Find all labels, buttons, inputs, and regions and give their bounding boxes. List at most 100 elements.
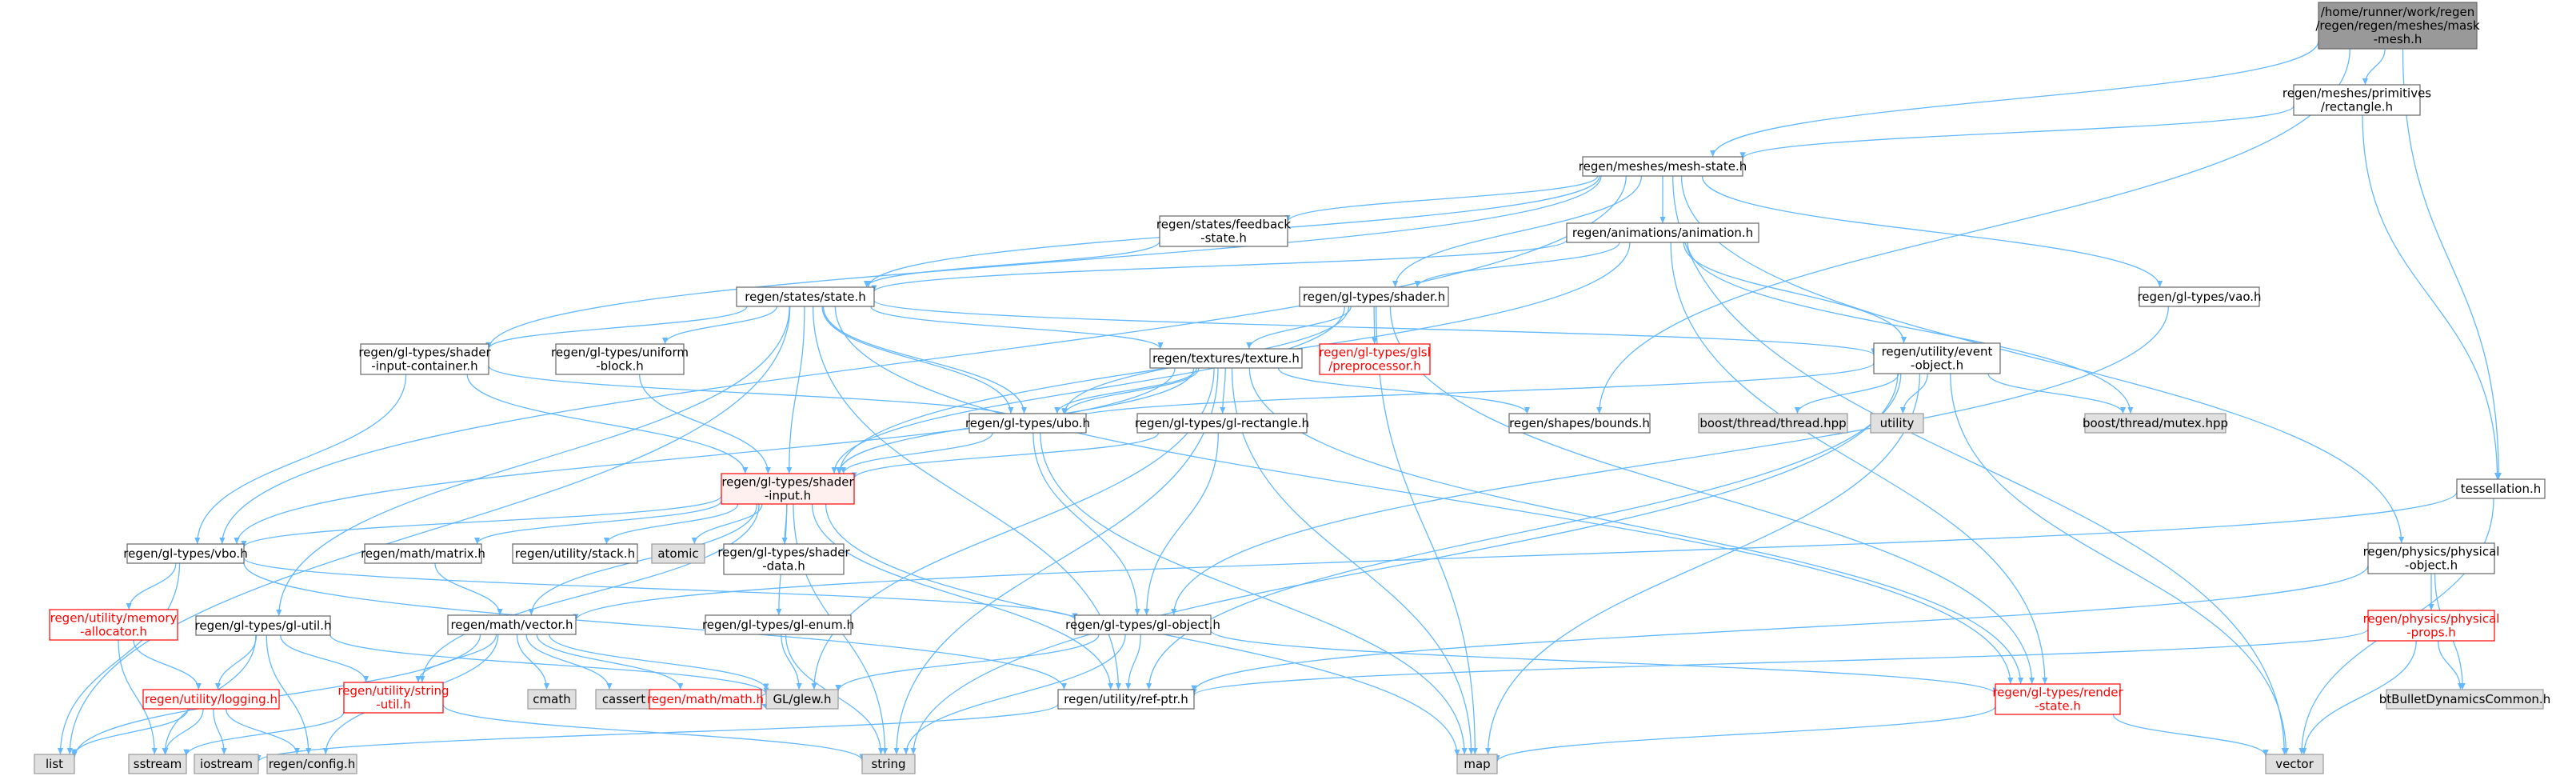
- node-box: [364, 543, 482, 564]
- node-logging[interactable]: regen/utility/logging.h: [142, 689, 280, 710]
- edge-physprops-to-bullet: [2438, 640, 2464, 690]
- edge-meshstate-to-sic: [485, 175, 1602, 350]
- node-box: [1456, 754, 1498, 774]
- edge-texture-to-glrect: [1220, 367, 1226, 414]
- node-mathh[interactable]: regen/math/math.h: [647, 689, 764, 710]
- node-box: [968, 413, 1087, 434]
- edge-vector_h-to-mathh: [536, 634, 684, 690]
- node-sidata[interactable]: regen/gl-types/shader-data.h: [717, 543, 850, 575]
- edge-vbo-to-globject: [243, 557, 1078, 621]
- node-matrix[interactable]: regen/math/matrix.h: [361, 543, 485, 564]
- edge-globject-to-string: [903, 634, 1126, 755]
- node-label: regen/utility/stack.h: [515, 546, 635, 561]
- node-texture[interactable]: regen/textures/texture.h: [1149, 348, 1303, 369]
- edge-texture-to-bounds: [1277, 367, 1531, 414]
- node-label: iostream: [200, 757, 253, 771]
- edge-meshstate-to-vao: [1701, 175, 2163, 288]
- edge-shaderinput-to-matrix: [474, 500, 722, 545]
- node-label: regen/animations/animation.h: [1572, 226, 1753, 240]
- node-vao[interactable]: regen/gl-types/vao.h: [2137, 286, 2262, 307]
- node-feedback[interactable]: regen/states/feedback-state.h: [1156, 215, 1291, 247]
- edge-glrect-to-shaderinput: [851, 432, 1160, 479]
- node-label: -object.h: [2405, 558, 2458, 573]
- node-label: -props.h: [2406, 626, 2456, 640]
- edge-physprops-to-refptr: [1191, 628, 2369, 696]
- node-label: regen/utility/ref-ptr.h: [1064, 692, 1188, 706]
- node-utility: utility: [1870, 413, 1924, 434]
- node-strutil[interactable]: regen/utility/string-util.h: [337, 682, 449, 714]
- edge-meshstate-to-feedback: [1284, 175, 1599, 222]
- node-label: regen/gl-types/gl-enum.h: [702, 618, 854, 632]
- edge-feedback-to-statesstate: [864, 241, 1160, 288]
- node-box: [736, 286, 875, 307]
- node-animation[interactable]: regen/animations/animation.h: [1566, 222, 1759, 243]
- edge-event-to-string: [910, 373, 1899, 755]
- node-box: [34, 754, 75, 774]
- edge-meshstate-to-shader: [1392, 175, 1643, 288]
- node-vbo[interactable]: regen/gl-types/vbo.h: [123, 543, 248, 564]
- node-label: boost/thread/thread.hpp: [1699, 416, 1846, 430]
- node-ubo[interactable]: regen/gl-types/ubo.h: [965, 413, 1090, 434]
- node-statesstate[interactable]: regen/states/state.h: [736, 286, 875, 307]
- node-physprops[interactable]: regen/physics/physical-props.h: [2363, 610, 2500, 642]
- node-globject[interactable]: regen/gl-types/gl-object.h: [1065, 614, 1220, 635]
- node-sic[interactable]: regen/gl-types/shader-input-container.h: [358, 343, 491, 375]
- node-refptr[interactable]: regen/utility/ref-ptr.h: [1057, 689, 1195, 710]
- node-bounds[interactable]: regen/shapes/bounds.h: [1508, 413, 1651, 434]
- edge-vector_h-to-glew: [549, 634, 769, 690]
- node-uniform[interactable]: regen/gl-types/uniform-block.h: [551, 343, 689, 375]
- node-box: [861, 754, 916, 774]
- node-rectangle[interactable]: regen/meshes/primitives/rectangle.h: [2282, 84, 2431, 116]
- node-box: [2318, 2, 2478, 50]
- node-tess[interactable]: tessellation.h: [2456, 478, 2546, 499]
- edge-animation-to-mutex: [1687, 242, 2134, 414]
- node-label: regen/gl-types/gl-util.h: [195, 618, 332, 633]
- edge-shaderinput-to-vbo: [241, 495, 722, 548]
- edge-statesstate-to-shaderinput: [786, 306, 805, 474]
- edge-statesstate-to-ubo: [821, 306, 1014, 414]
- edge-sic-to-set: [488, 366, 1023, 422]
- node-label: regen/gl-types/vbo.h: [123, 546, 247, 561]
- node-box: [360, 343, 489, 375]
- node-box: [1698, 413, 1848, 434]
- edge-vector_h-to-cassert: [525, 634, 613, 690]
- edge-shader-to-renderstate: [1389, 306, 2035, 685]
- node-label: regen/gl-types/shader.h: [1303, 290, 1445, 304]
- node-memalloc[interactable]: regen/utility/memory-allocator.h: [49, 609, 178, 641]
- node-label: regen/gl-types/vao.h: [2137, 290, 2261, 304]
- edge-root-to-rectangle: [2362, 48, 2386, 86]
- node-label: regen/shapes/bounds.h: [1509, 416, 1650, 430]
- node-label: regen/utility/memory: [50, 611, 178, 626]
- edge-animation-to-renderstate: [1670, 242, 2048, 685]
- node-renderstate[interactable]: regen/gl-types/render-state.h: [1992, 683, 2123, 715]
- node-label: regen/meshes/mesh-state.h: [1579, 159, 1747, 174]
- edge-meshstate-to-vector: [1672, 175, 2287, 755]
- node-event[interactable]: regen/utility/event-object.h: [1873, 342, 2001, 374]
- node-label: btBulletDynamicsCommon.h: [2379, 692, 2550, 706]
- node-glenum[interactable]: regen/gl-types/gl-enum.h: [702, 614, 854, 635]
- node-label: -block.h: [596, 359, 644, 374]
- node-label: regen/gl-types/ubo.h: [965, 416, 1090, 430]
- node-glrect[interactable]: regen/gl-types/gl-rectangle.h: [1135, 413, 1309, 434]
- node-label: /home/runner/work/regen: [2321, 5, 2474, 19]
- edge-shader-to-glsl: [1372, 306, 1378, 345]
- node-label: string: [871, 757, 905, 771]
- node-meshstate[interactable]: regen/meshes/mesh-state.h: [1579, 156, 1747, 177]
- node-glutil[interactable]: regen/gl-types/gl-util.h: [195, 615, 332, 636]
- edge-globject-to-glew: [835, 634, 1100, 692]
- node-box: [266, 754, 357, 774]
- node-glsl[interactable]: regen/gl-types/glsl/preprocessor.h: [1319, 343, 1431, 375]
- node-box: [512, 543, 638, 564]
- node-stack[interactable]: regen/utility/stack.h: [512, 543, 638, 564]
- edge-root-to-bounds: [1596, 48, 2350, 414]
- node-shaderinput[interactable]: regen/gl-types/shader-input.h: [721, 473, 855, 505]
- node-label: tessellation.h: [2461, 482, 2542, 496]
- node-root[interactable]: /home/runner/work/regen/regen/regen/mesh…: [2315, 2, 2480, 50]
- node-physobj[interactable]: regen/physics/physical-object.h: [2363, 542, 2500, 574]
- node-shader[interactable]: regen/gl-types/shader.h: [1299, 286, 1449, 307]
- edge-physobj-to-refptr: [1191, 565, 2369, 692]
- node-sstream: sstream: [128, 754, 187, 774]
- node-vector_h[interactable]: regen/math/vector.h: [447, 614, 577, 635]
- node-label: -object.h: [1911, 358, 1963, 373]
- node-label: -util.h: [376, 698, 410, 712]
